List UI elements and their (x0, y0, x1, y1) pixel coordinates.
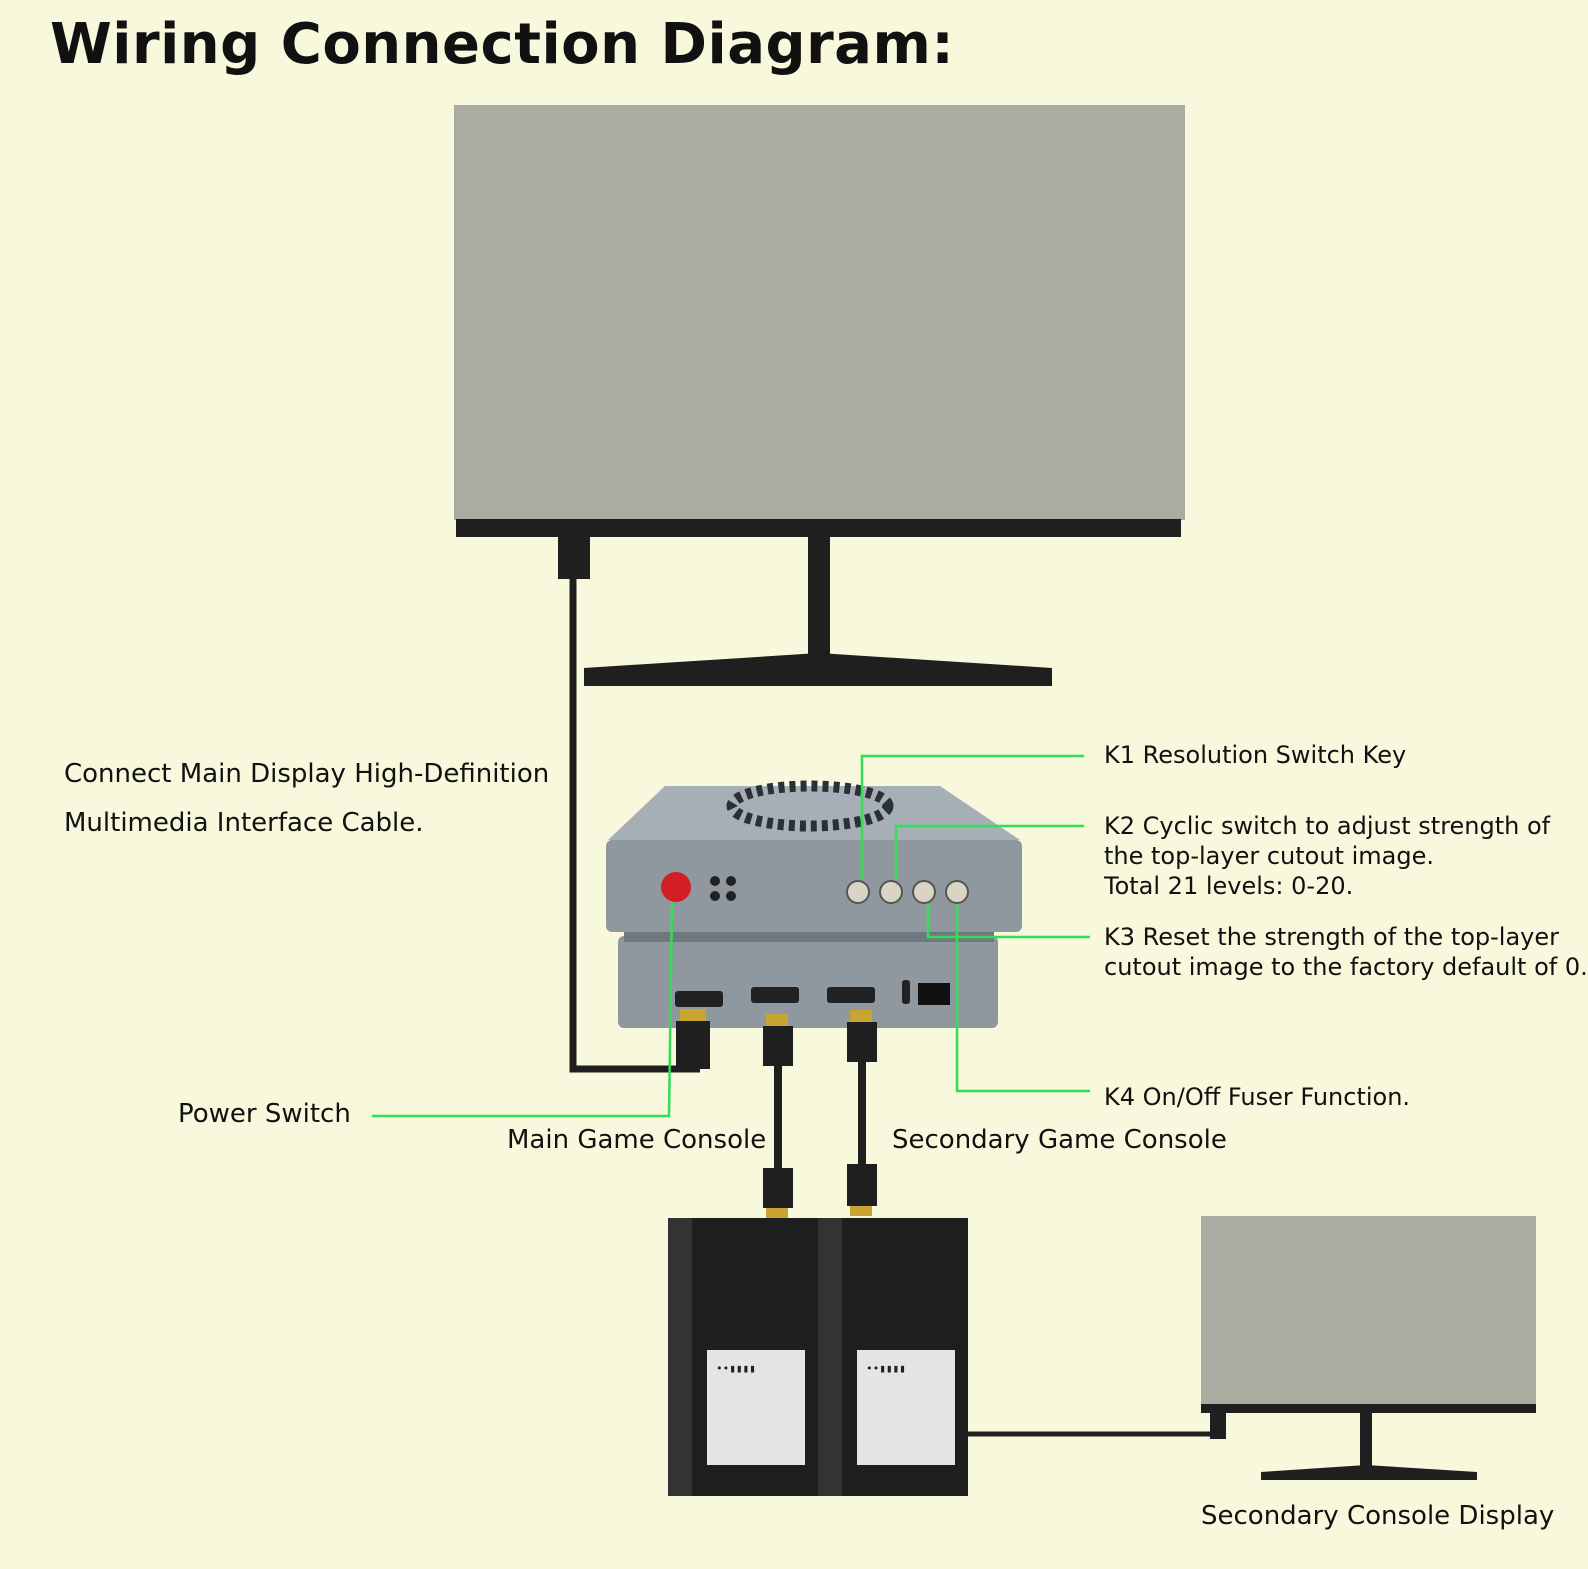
main-display-stand-neck (808, 537, 830, 661)
switch-device-upper (606, 780, 1022, 932)
hdmi-port-3 (827, 987, 875, 1003)
reset-button-icon (710, 876, 736, 901)
console2-plug-top (847, 1022, 877, 1062)
main-cable-label: Connect Main Display High-Definition Mul… (64, 750, 549, 848)
secondary-display-neck (1360, 1413, 1372, 1471)
console2-cable (858, 1062, 866, 1164)
console-front-panel (857, 1350, 955, 1465)
hdmi-port-1 (675, 991, 723, 1007)
device-lower-front (618, 936, 998, 1028)
k3-label-line-1: K3 Reset the strength of the top-layer (1104, 923, 1560, 951)
secondary-display-bezel (1201, 1404, 1536, 1413)
console1-plug-bottom (763, 1168, 793, 1208)
main-cable-label-line-2: Multimedia Interface Cable. (64, 808, 424, 838)
secondary-display-label: Secondary Console Display (1201, 1501, 1555, 1531)
k2-label-line-1: K2 Cyclic switch to adjust strength of (1104, 812, 1551, 840)
main-display (454, 105, 1185, 686)
console1-plug-bottom-gold (766, 1208, 788, 1218)
secondary-display-screen (1201, 1216, 1536, 1406)
console-badge-icon: ••▮▮▮▮ (716, 1362, 756, 1375)
console1-plug-top-gold (766, 1014, 788, 1026)
hdmi-connections (676, 1009, 877, 1218)
device-lower-top (624, 932, 994, 942)
secondary-display-base (1261, 1465, 1477, 1480)
device-upper-front (606, 840, 1022, 932)
fan-vent-icon (726, 780, 894, 832)
k4-button (945, 880, 969, 904)
console1-cable (774, 1066, 782, 1168)
console-badge-icon: ••▮▮▮▮ (866, 1362, 906, 1375)
k3-label: K3 Reset the strength of the top-layer c… (1104, 922, 1588, 982)
switch-device-lower (618, 932, 998, 1028)
leader-lines (372, 754, 1090, 1118)
main-console-label: Main Game Console (507, 1125, 767, 1155)
k2-label-line-2: the top-layer cutout image. (1104, 842, 1434, 870)
dc-power-port (918, 983, 950, 1005)
k4-label: K4 On/Off Fuser Function. (1104, 1083, 1411, 1111)
device-top-face (608, 786, 1020, 840)
k4-leader (955, 904, 1090, 1093)
power-button (661, 872, 691, 902)
console2-plug-top-gold (850, 1010, 872, 1022)
main-display-stand-base (584, 653, 1052, 686)
main-display-cable (569, 578, 700, 1073)
usb-c-port (902, 980, 910, 1004)
main-display-screen (454, 105, 1185, 520)
main-cable-plug (680, 1009, 706, 1021)
console2-plug-bottom (847, 1164, 877, 1206)
main-cable-plug-body (676, 1021, 710, 1069)
main-game-console: ••▮▮▮▮ (668, 1218, 818, 1496)
console-side (668, 1218, 692, 1496)
main-display-bezel (456, 519, 1181, 537)
console2-plug-bottom-gold (850, 1206, 872, 1216)
k2-button (879, 880, 903, 904)
main-display-hdmi-plug (558, 537, 590, 579)
secondary-console-label: Secondary Game Console (892, 1125, 1227, 1155)
k3-leader (926, 904, 1090, 939)
console1-plug-top (763, 1026, 793, 1066)
k3-label-line-2: cutout image to the factory default of 0… (1104, 953, 1588, 981)
main-cable-label-line-1: Connect Main Display High-Definition (64, 759, 550, 789)
k2-label: K2 Cyclic switch to adjust strength of t… (1104, 811, 1550, 901)
console-front-panel (707, 1350, 805, 1465)
page-title: Wiring Connection Diagram: (50, 12, 955, 77)
secondary-game-console: ••▮▮▮▮ (818, 1218, 968, 1496)
hdmi-port-2 (751, 987, 799, 1003)
console-side (818, 1218, 842, 1496)
k3-button (912, 880, 936, 904)
secondary-display (968, 1216, 1536, 1480)
k1-leader (860, 754, 1084, 880)
k1-label: K1 Resolution Switch Key (1104, 741, 1407, 769)
k1-button (846, 880, 870, 904)
k2-leader (894, 824, 1084, 880)
power-switch-label: Power Switch (178, 1099, 351, 1129)
k2-label-line-3: Total 21 levels: 0-20. (1104, 872, 1354, 900)
power-switch-leader (372, 901, 674, 1118)
